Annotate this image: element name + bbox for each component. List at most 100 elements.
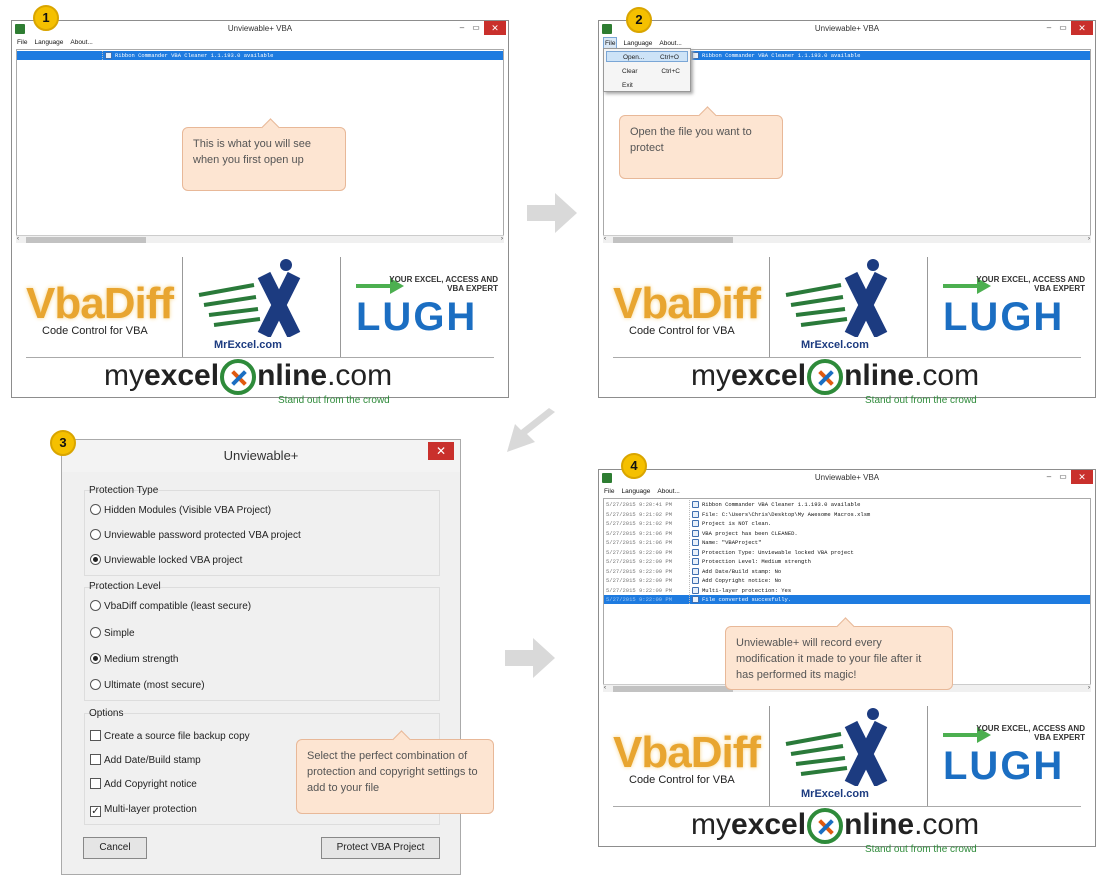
scroll-thumb[interactable] — [26, 237, 146, 243]
checkbox-date-stamp[interactable]: Add Date/Build stamp — [90, 754, 201, 766]
check-mark-icon[interactable]: ✓ — [90, 806, 101, 817]
log-row[interactable]: 5/27/2015 9:21:06 PM VBA project has bee… — [604, 528, 1090, 538]
options-label: Options — [89, 708, 124, 719]
mrexcel-logo: MrExcel.com — [214, 339, 282, 351]
radio-password-protected[interactable]: Unviewable password protected VBA projec… — [90, 529, 301, 541]
log-row[interactable]: 5/27/2015 9:21:06 PM Name: "VBAProject" — [604, 538, 1090, 547]
log-row[interactable]: 5/27/2015 9:22:09 PM Protection Type: Un… — [604, 547, 1090, 557]
checkbox-backup-copy[interactable]: Create a source file backup copy — [90, 730, 250, 742]
log-time: 5/27/2015 9:21:02 PM — [606, 520, 673, 527]
log-entry-icon — [692, 52, 699, 59]
scroll-thumb[interactable] — [613, 686, 733, 692]
divider — [182, 257, 183, 357]
log-row[interactable]: 5/27/2015 9:22:09 PM Add Copyright notic… — [604, 576, 1090, 585]
checkbox-multi-layer[interactable]: ✓Multi-layer protection — [90, 804, 197, 817]
menu-file[interactable]: File — [604, 488, 615, 495]
log-message: File: C:\Users\Chris\Desktop\My Awesome … — [702, 510, 871, 518]
log-message: Ribbon Commander VBA Cleaner 1.1.193.0 a… — [115, 52, 274, 59]
log-entry-icon — [692, 577, 699, 584]
log-row[interactable]: 5/27/2015 9:21:02 PM File: C:\Users\Chris… — [604, 509, 1090, 519]
cancel-button[interactable]: Cancel — [83, 837, 147, 859]
minimize-button[interactable]: – — [459, 23, 465, 32]
app-icon — [602, 24, 612, 34]
dialog-title-bar: Unviewable+ ✕ — [62, 440, 460, 472]
log-entry-icon — [692, 501, 699, 508]
radio-icon[interactable] — [90, 504, 101, 515]
menu-language[interactable]: Language — [34, 39, 64, 46]
mrexcel-figure-icon — [785, 259, 888, 337]
radio-icon[interactable] — [90, 600, 101, 611]
log-message: Ribbon Commander VBA Cleaner 1.1.193.0 a… — [702, 52, 861, 59]
log-separator — [689, 500, 690, 509]
close-button[interactable]: ✕ — [1071, 470, 1093, 484]
horizontal-scrollbar[interactable]: ‹› — [603, 235, 1091, 243]
divider — [613, 357, 1081, 358]
log-time: 5/27/2015 9:22:09 PM — [606, 586, 673, 594]
scroll-right-icon[interactable]: › — [501, 236, 503, 242]
checkbox-copyright[interactable]: Add Copyright notice — [90, 778, 197, 790]
menu-file[interactable]: File — [17, 39, 28, 46]
log-message: VBA project has been CLEANED. — [702, 529, 798, 537]
radio-icon[interactable] — [90, 679, 101, 690]
radio-vbadiff-compatible[interactable]: VbaDiff compatible (least secure) — [90, 600, 251, 612]
menu-about[interactable]: About... — [70, 39, 93, 46]
log-row[interactable]: 5/27/2015 9:22:09 PM Add Date/Build stam… — [604, 566, 1090, 576]
menu-item-open[interactable]: Open...Ctrl+O — [606, 51, 688, 62]
close-button[interactable]: ✕ — [484, 21, 506, 35]
log-row[interactable]: 5/27/2015 9:21:02 PM Project is NOT clea… — [604, 519, 1090, 528]
arrow-right-icon — [527, 193, 577, 233]
maximize-button[interactable]: ▭ — [472, 23, 480, 32]
scroll-left-icon[interactable]: ‹ — [604, 236, 606, 242]
log-separator — [689, 538, 690, 547]
radio-icon[interactable] — [90, 554, 101, 565]
radio-icon[interactable] — [90, 627, 101, 638]
protect-vba-project-button[interactable]: Protect VBA Project — [321, 837, 440, 859]
maximize-button[interactable]: ▭ — [1059, 472, 1067, 481]
log-entry-icon — [692, 520, 699, 527]
menu-language[interactable]: Language — [623, 40, 653, 47]
dialog-close-button[interactable]: ✕ — [428, 442, 454, 460]
step-badge-3: 3 — [50, 430, 76, 456]
menu-language[interactable]: Language — [621, 488, 651, 495]
radio-icon[interactable] — [90, 653, 101, 664]
minimize-button[interactable]: – — [1046, 23, 1052, 32]
menu-about[interactable]: About... — [659, 40, 682, 47]
horizontal-scrollbar[interactable]: ‹› — [16, 235, 504, 243]
log-message: Name: "VBAProject" — [702, 539, 762, 546]
menu-about[interactable]: About... — [657, 488, 680, 495]
brand-area: VbaDiff Code Control for VBA MrExcel.com… — [603, 696, 1091, 855]
menu-item-exit[interactable]: Exit — [622, 82, 633, 89]
radio-ultimate[interactable]: Ultimate (most secure) — [90, 679, 205, 691]
divider — [927, 257, 928, 357]
log-time: 5/27/2015 9:21:02 PM — [606, 510, 673, 518]
scroll-left-icon[interactable]: ‹ — [17, 236, 19, 242]
scroll-right-icon[interactable]: › — [1088, 685, 1090, 691]
maximize-button[interactable]: ▭ — [1059, 23, 1067, 32]
log-message: Multi-layer protection: Yes — [702, 586, 792, 594]
scroll-right-icon[interactable]: › — [1088, 236, 1090, 242]
log-time: 5/27/2015 9:22:09 PM — [606, 558, 673, 565]
close-button[interactable]: ✕ — [1071, 21, 1093, 35]
log-separator — [689, 566, 690, 576]
checkbox-icon[interactable] — [90, 754, 101, 765]
log-message: Add Copyright notice: No — [702, 577, 782, 584]
radio-simple[interactable]: Simple — [90, 627, 135, 639]
radio-icon[interactable] — [90, 529, 101, 540]
radio-medium-strength[interactable]: Medium strength — [90, 653, 178, 665]
checkbox-icon[interactable] — [90, 778, 101, 789]
checkbox-icon[interactable] — [90, 730, 101, 741]
radio-hidden-modules[interactable]: Hidden Modules (Visible VBA Project) — [90, 504, 271, 516]
minimize-button[interactable]: – — [1046, 472, 1052, 481]
log-row[interactable]: 5/27/2015 9:22:09 PM Protection Level: M… — [604, 557, 1090, 566]
scroll-left-icon[interactable]: ‹ — [604, 685, 606, 691]
radio-locked-project[interactable]: Unviewable locked VBA project — [90, 554, 242, 566]
scroll-thumb[interactable] — [613, 237, 733, 243]
app-icon — [602, 473, 612, 483]
log-row[interactable]: 5/27/2015 9:22:09 PM Multi-layer protect… — [604, 585, 1090, 595]
log-row[interactable]: Ribbon Commander VBA Cleaner 1.1.193.0 a… — [17, 51, 503, 60]
menu-bar: File Language About... — [599, 486, 1095, 498]
menu-bar: File Language About... — [12, 37, 508, 49]
